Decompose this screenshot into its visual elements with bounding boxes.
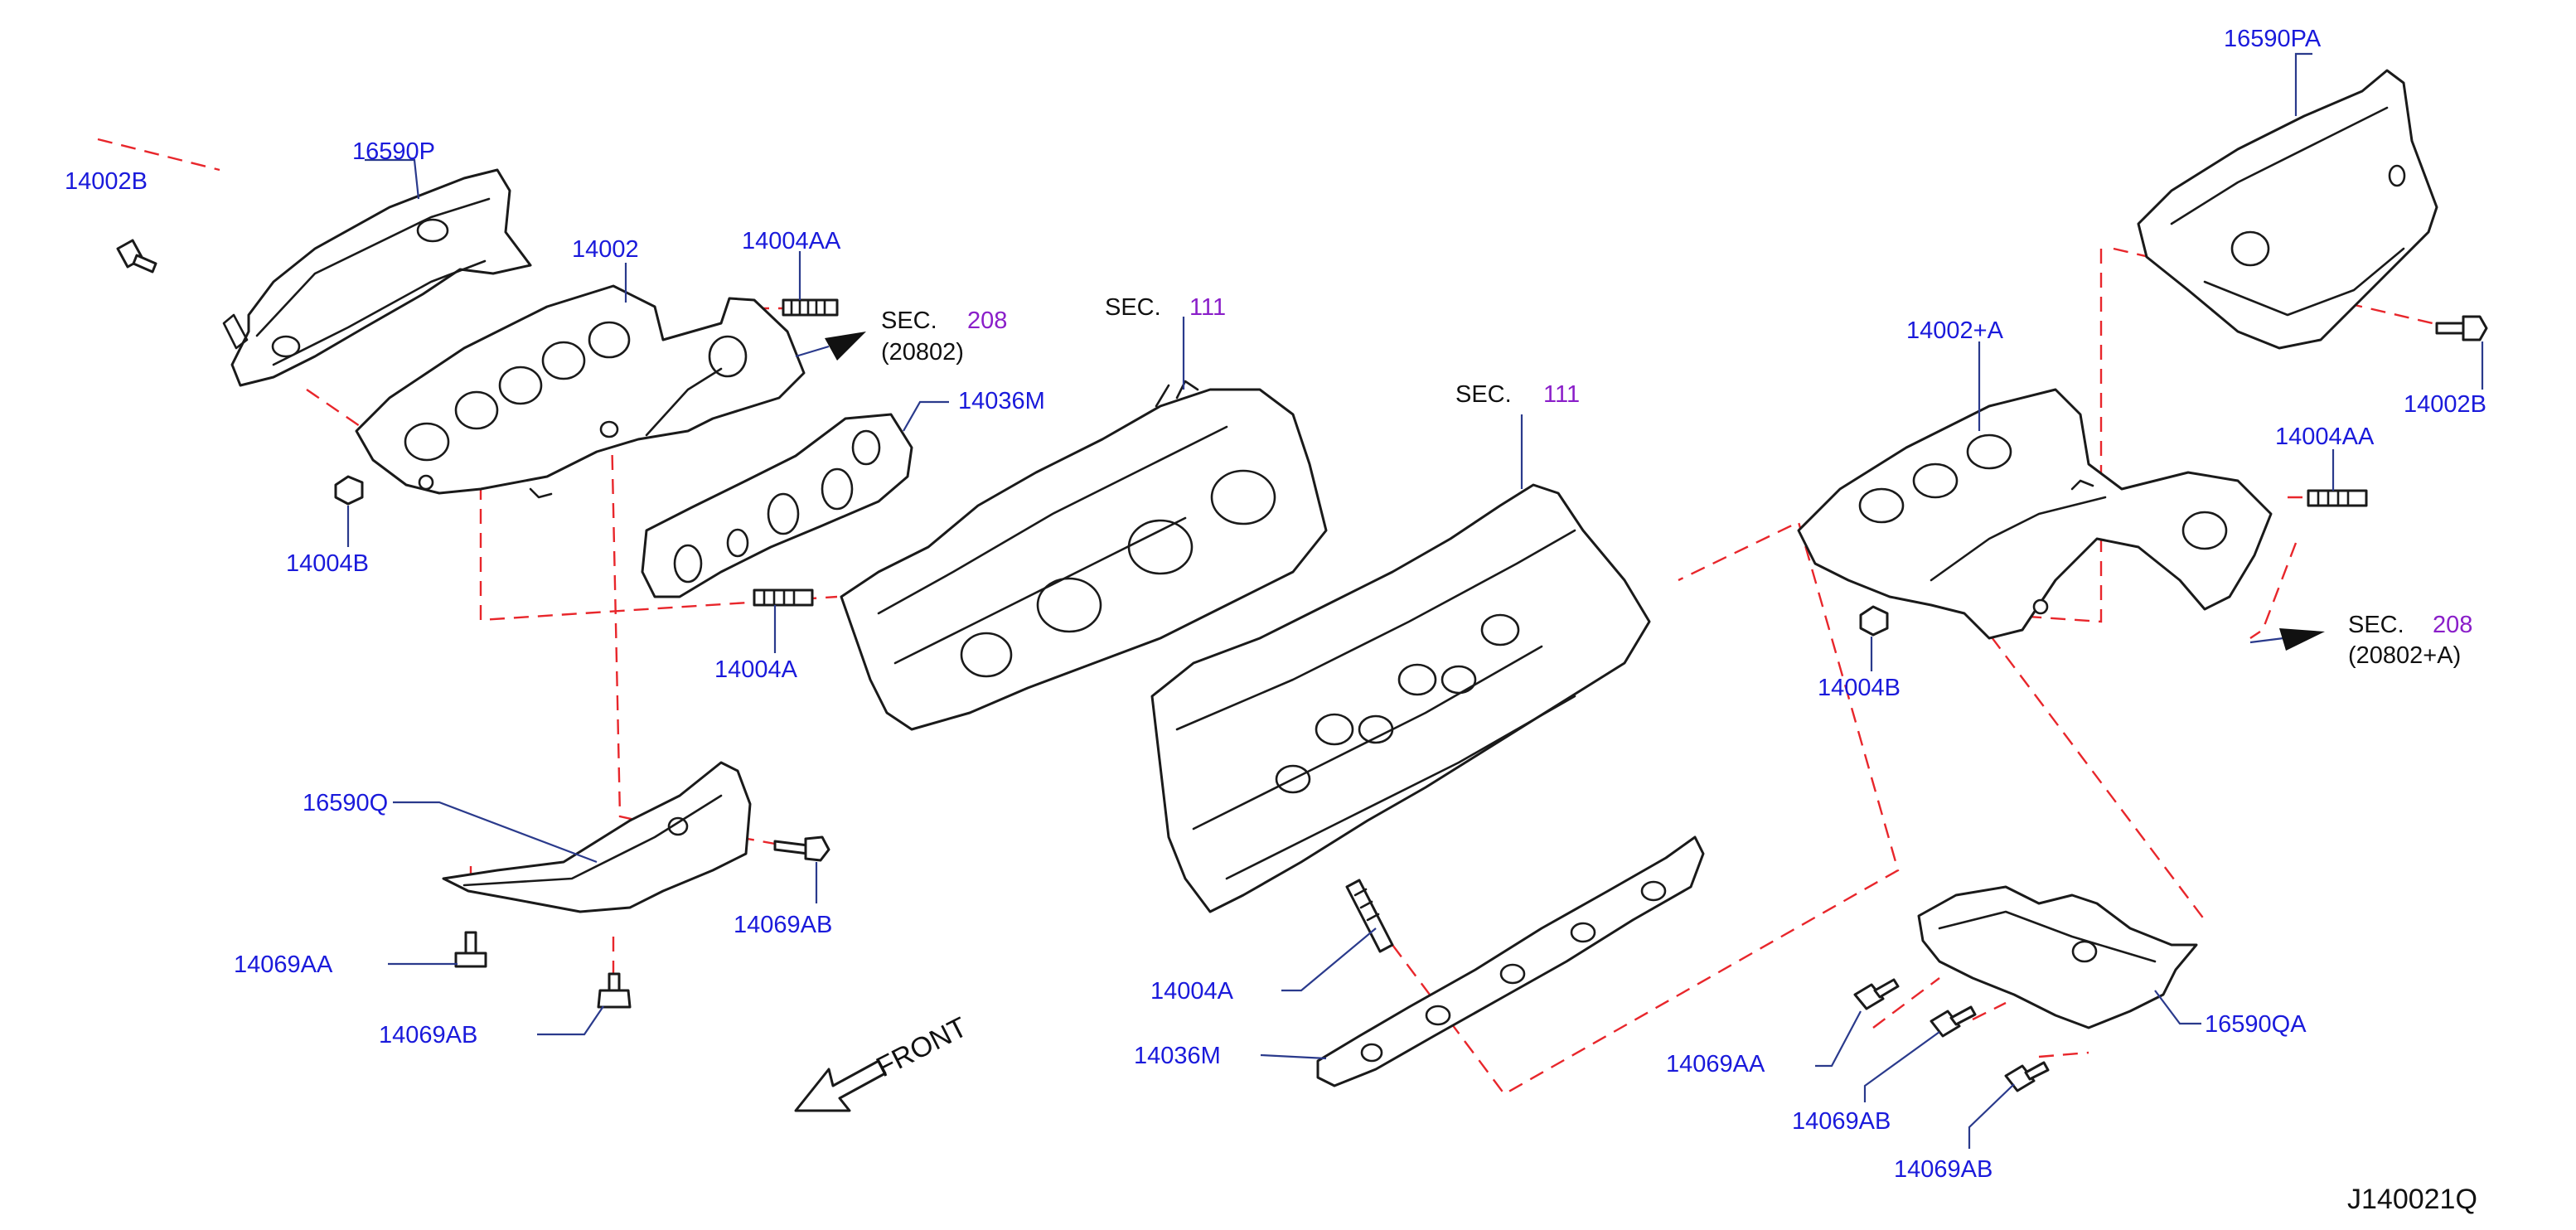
label-16590pa[interactable]: 16590PA bbox=[2224, 26, 2322, 52]
bolt-14069ab-left-bottom[interactable] bbox=[597, 972, 632, 1009]
bolt-14069aa-right[interactable] bbox=[1853, 978, 1900, 1010]
label-14069ab-right-upper[interactable]: 14069AB bbox=[1792, 1108, 1891, 1135]
exhaust-manifold-right[interactable] bbox=[1797, 388, 2273, 640]
label-14002[interactable]: 14002 bbox=[572, 236, 639, 263]
nut-14004b-right[interactable] bbox=[1859, 605, 1889, 637]
heat-shield-right-lower[interactable] bbox=[1917, 885, 2198, 1029]
front-label: FRONT bbox=[871, 1011, 972, 1083]
label-14004a-center[interactable]: 14004A bbox=[1150, 978, 1234, 1005]
label-14004a-left[interactable]: 14004A bbox=[714, 656, 798, 683]
gasket-left[interactable] bbox=[641, 413, 913, 598]
bolt-14002b-right[interactable] bbox=[2435, 315, 2488, 341]
heat-shield-left-lower[interactable] bbox=[442, 761, 752, 913]
stud-14004a-center[interactable] bbox=[1345, 879, 1394, 953]
stud-14004a-left[interactable] bbox=[753, 588, 814, 607]
bolt-14069ab-right-upper[interactable] bbox=[1930, 1005, 1977, 1038]
exhaust-manifold-left[interactable] bbox=[355, 284, 806, 499]
label-14036m-center[interactable]: 14036M bbox=[1134, 1043, 1221, 1069]
sec-left-exhaust-prefix: SEC. bbox=[881, 308, 937, 334]
sec-left-exhaust-sub: (20802) bbox=[881, 339, 964, 366]
sec-left-head-prefix: SEC. bbox=[1105, 294, 1161, 321]
stud-14004aa-right[interactable] bbox=[2307, 489, 2368, 507]
label-14004aa-right[interactable]: 14004AA bbox=[2275, 424, 2375, 450]
label-14002b-left[interactable]: 14002B bbox=[65, 168, 148, 195]
label-16590p[interactable]: 16590P bbox=[352, 138, 435, 165]
label-14069aa-left[interactable]: 14069AA bbox=[234, 952, 333, 978]
bolt-14069aa-left[interactable] bbox=[454, 931, 487, 968]
front-direction-arrow bbox=[794, 1059, 887, 1112]
label-14069ab-right-lower[interactable]: 14069AB bbox=[1894, 1156, 1993, 1183]
section-arrow-right bbox=[2249, 628, 2325, 651]
sec-right-head-prefix: SEC. bbox=[1455, 381, 1512, 408]
label-14002b-right[interactable]: 14002B bbox=[2404, 391, 2486, 418]
label-14004aa-left[interactable]: 14004AA bbox=[742, 228, 841, 254]
cylinder-head-right[interactable] bbox=[1150, 483, 1651, 913]
gasket-center[interactable] bbox=[1316, 835, 1705, 1087]
label-14004b-left[interactable]: 14004B bbox=[286, 550, 369, 577]
diagram-reference-code: J140021Q bbox=[2347, 1184, 2477, 1215]
leader-lines bbox=[346, 52, 2484, 1149]
label-14036m-left[interactable]: 14036M bbox=[958, 388, 1045, 414]
cylinder-head-left[interactable] bbox=[840, 380, 1328, 731]
stud-14004aa-left[interactable] bbox=[782, 298, 839, 317]
bolt-14002b-left[interactable] bbox=[116, 239, 157, 274]
sec-left-head-number[interactable]: 111 bbox=[1189, 294, 1226, 321]
label-14069ab-left-bottom[interactable]: 14069AB bbox=[379, 1022, 477, 1048]
nut-14004b-left[interactable] bbox=[334, 475, 364, 506]
heat-shield-left-upper[interactable] bbox=[222, 168, 532, 387]
sec-right-exhaust-prefix: SEC. bbox=[2348, 612, 2404, 638]
part-labels: 16590P 14002B 14002 14004AA 14004B 14036… bbox=[65, 26, 2486, 1183]
sec-right-head-number[interactable]: 111 bbox=[1543, 381, 1580, 408]
label-16590q[interactable]: 16590Q bbox=[303, 790, 388, 816]
bolt-14069ab-left-side[interactable] bbox=[773, 835, 830, 862]
label-14002-a[interactable]: 14002+A bbox=[1906, 317, 2004, 344]
section-arrow-left bbox=[795, 332, 866, 361]
label-14069ab-left-side[interactable]: 14069AB bbox=[734, 912, 832, 938]
sec-right-exhaust-number[interactable]: 208 bbox=[2433, 612, 2472, 638]
section-references: SEC. 208 (20802) SEC. 111 SEC. 111 SEC. … bbox=[881, 294, 2472, 669]
sec-right-exhaust-sub: (20802+A) bbox=[2348, 642, 2461, 669]
sec-left-exhaust-number[interactable]: 208 bbox=[967, 308, 1007, 334]
label-14069aa-right[interactable]: 14069AA bbox=[1666, 1051, 1765, 1077]
label-14004b-right[interactable]: 14004B bbox=[1818, 675, 1901, 701]
label-16590qa[interactable]: 16590QA bbox=[2205, 1011, 2307, 1038]
heat-shield-right-upper[interactable] bbox=[2137, 69, 2438, 350]
